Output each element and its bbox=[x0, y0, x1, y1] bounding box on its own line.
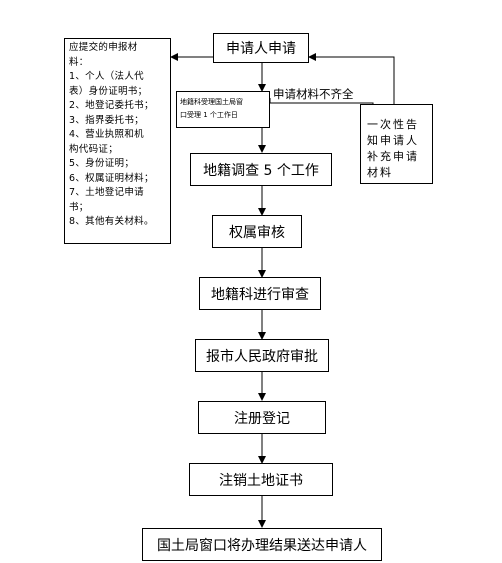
apply-node: 申请人申请 bbox=[213, 33, 309, 63]
deliver-text: 国土局窗口将办理结果送达申请人 bbox=[157, 537, 367, 554]
materials-item: 6、权属证明材料； bbox=[69, 172, 166, 187]
cadastral-review-text: 地籍科进行审查 bbox=[211, 286, 309, 303]
notify-node-line: 一次性告 bbox=[367, 118, 419, 131]
apply-node-text: 申请人申请 bbox=[226, 41, 296, 57]
materials-item-line: 3、指界委托书； bbox=[69, 114, 144, 126]
materials-node: 应提交的申报材 料： 1、个人（法人代 表）身份证明书； 2、地登记委托书； 3… bbox=[64, 38, 171, 244]
materials-item: 3、指界委托书； bbox=[69, 114, 166, 129]
materials-title-line: 料： bbox=[69, 56, 89, 68]
registration-text: 注册登记 bbox=[234, 410, 290, 427]
materials-item-line: 1、个人（法人代 bbox=[69, 71, 144, 82]
cancel-certificate-text: 注销土地证书 bbox=[219, 472, 303, 489]
cancel-certificate-node: 注销土地证书 bbox=[189, 463, 333, 496]
materials-title-line: 应提交的申报材 bbox=[69, 42, 138, 53]
accept-node-line: 口受理 1 个工作日 bbox=[180, 111, 238, 119]
ownership-review-text: 权属审核 bbox=[229, 224, 285, 241]
materials-item: 7、土地登记申请 书； bbox=[69, 186, 166, 215]
notify-node-line: 补充申请 bbox=[367, 150, 419, 163]
survey-node: 地籍调查 5 个工作 bbox=[190, 153, 332, 186]
materials-item: 2、地登记委托书； bbox=[69, 99, 166, 114]
materials-item-line: 构代码证； bbox=[69, 143, 119, 155]
materials-item-line: 7、土地登记申请 bbox=[69, 187, 144, 198]
government-approval-text: 报市人民政府审批 bbox=[206, 348, 318, 365]
notify-node-line: 材料 bbox=[367, 166, 393, 179]
registration-node: 注册登记 bbox=[198, 401, 326, 434]
materials-item-line: 6、权属证明材料； bbox=[69, 172, 154, 184]
government-approval-node: 报市人民政府审批 bbox=[195, 339, 329, 372]
materials-item: 8、其他有关材料。 bbox=[69, 215, 166, 230]
materials-item-line: 表）身份证明书； bbox=[69, 85, 148, 97]
cadastral-review-node: 地籍科进行审查 bbox=[199, 277, 321, 310]
materials-item: 5、身份证明； bbox=[69, 157, 166, 172]
materials-item-line: 4、营业执照和机 bbox=[69, 129, 144, 140]
materials-item: 4、营业执照和机 构代码证； bbox=[69, 128, 166, 157]
accept-node-line: 地籍科受理国土局窗 bbox=[180, 98, 243, 106]
incomplete-label: 申请材料不齐全 bbox=[272, 86, 355, 102]
accept-node: 地籍科受理国土局窗 口受理 1 个工作日 bbox=[176, 91, 270, 128]
ownership-review-node: 权属审核 bbox=[212, 215, 302, 248]
notify-node: 一次性告 知申请人 补充申请 材料 bbox=[360, 104, 433, 184]
materials-item-line: 书； bbox=[69, 201, 89, 213]
materials-item: 1、个人（法人代 表）身份证明书； bbox=[69, 70, 166, 99]
arrow-notify-to-apply bbox=[308, 53, 395, 104]
notify-node-line: 知申请人 bbox=[367, 134, 419, 147]
materials-item-line: 5、身份证明； bbox=[69, 158, 135, 169]
materials-title: 应提交的申报材 料： bbox=[69, 41, 166, 70]
materials-item-line: 8、其他有关材料。 bbox=[69, 216, 154, 227]
deliver-node: 国土局窗口将办理结果送达申请人 bbox=[142, 528, 382, 561]
survey-node-text: 地籍调查 5 个工作 bbox=[203, 162, 319, 179]
materials-item-line: 2、地登记委托书； bbox=[69, 100, 154, 111]
